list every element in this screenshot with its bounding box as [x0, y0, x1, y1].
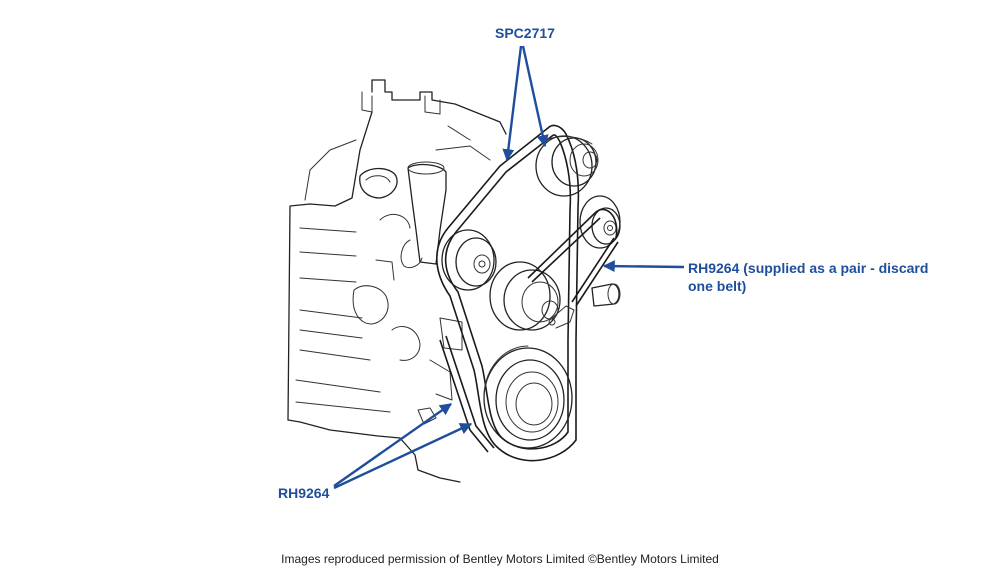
- water-pump-pulley: [535, 135, 599, 197]
- callout-rh9264-pair: RH9264 (supplied as a pair - discard one…: [688, 259, 928, 295]
- serpentine-belt-spc2717: [436, 124, 580, 462]
- callout-rh9264-pair-line1: RH9264 (supplied as a pair - discard: [688, 260, 929, 276]
- arrow-rh9264-bottom-upper: [333, 403, 452, 487]
- arrow-spc2717-right: [521, 45, 549, 148]
- image-credit: Images reproduced permission of Bentley …: [281, 552, 719, 566]
- crankshaft-pulley: [483, 345, 573, 449]
- compressor-stub: [591, 283, 621, 307]
- callout-spc2717: SPC2717: [495, 25, 555, 41]
- arrow-spc2717-left: [502, 45, 523, 162]
- arrow-rh9264-right: [602, 260, 685, 273]
- callout-rh9264: RH9264: [278, 485, 330, 501]
- alternator-pulley: [489, 261, 575, 331]
- arrow-rh9264-bottom-lower: [333, 422, 473, 490]
- idler-pulley: [441, 229, 497, 291]
- callout-arrows: [333, 45, 685, 490]
- engine-block: [287, 79, 507, 483]
- v-belt-pair-rh9264: [527, 208, 619, 307]
- callout-rh9264-pair-line2: one belt): [688, 278, 747, 294]
